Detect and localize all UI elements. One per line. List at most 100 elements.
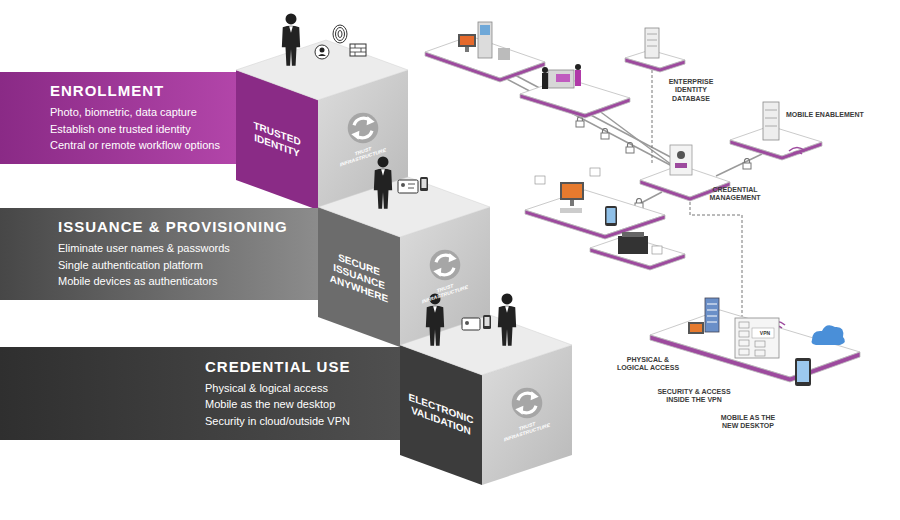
band-item: Photo, biometric, data capture — [50, 104, 236, 121]
devices — [688, 322, 704, 334]
band-item: Establish one trusted identity — [50, 121, 236, 138]
devices — [670, 145, 692, 175]
enrollment-icons — [333, 25, 347, 43]
devices — [755, 341, 765, 347]
devices — [590, 168, 600, 176]
enrollment-icons — [315, 25, 366, 59]
devices — [705, 298, 719, 332]
padlock-icon — [576, 117, 584, 128]
devices — [575, 64, 581, 70]
devices — [739, 322, 765, 356]
enrollment-icons — [350, 44, 366, 56]
stage-band: ISSUANCE & PROVISIONING Eliminate user na… — [0, 208, 318, 300]
face-title: ELECTRONIC VALIDATION — [405, 390, 477, 440]
callout-label: CREDENTIAL MANAGEMENT — [704, 186, 766, 203]
devices — [795, 358, 811, 386]
devices — [465, 47, 469, 52]
devices — [535, 176, 545, 184]
devices — [562, 184, 582, 198]
devices — [556, 74, 570, 82]
devices — [677, 151, 685, 159]
id-card-icon — [408, 184, 415, 188]
band-item: Mobile devices as authenticators — [58, 273, 318, 290]
devices — [458, 22, 845, 386]
platform — [625, 58, 685, 72]
devices — [763, 102, 779, 140]
devices — [675, 163, 687, 168]
person-figure — [282, 13, 300, 65]
enrollment-icons — [350, 44, 366, 56]
cube — [400, 315, 572, 375]
devices — [739, 349, 749, 355]
platform — [525, 210, 665, 239]
devices — [765, 110, 777, 126]
devices — [542, 73, 548, 89]
devices — [605, 206, 617, 226]
cube — [318, 177, 490, 347]
network-line — [598, 110, 676, 168]
id-card-icon — [422, 179, 427, 188]
stage-band: CREDENTIAL USEPhysical & logical accessM… — [0, 347, 400, 440]
devices — [739, 322, 749, 328]
face-title: TRUSTED IDENTITY — [241, 115, 313, 165]
cube — [400, 315, 572, 485]
padlock-icon — [601, 129, 609, 140]
id-card-icon — [462, 318, 480, 330]
devices — [707, 304, 717, 322]
network-line — [513, 74, 678, 161]
callout-label: MOBILE AS THE NEW DESKTOP — [712, 414, 784, 431]
enrollment-icons — [315, 45, 329, 59]
callout-label: ENTERPRISE IDENTITY DATABASE — [664, 78, 718, 103]
cube — [430, 250, 461, 281]
enrollment-icons — [318, 54, 326, 56]
id-card-icon — [398, 177, 491, 330]
band-item: Eliminate user names & passwords — [58, 240, 318, 257]
id-card-icon — [465, 321, 469, 325]
devices — [570, 200, 574, 206]
cube — [348, 113, 379, 144]
devices — [542, 67, 548, 73]
devices — [797, 361, 809, 382]
cube — [318, 177, 490, 237]
devices — [792, 152, 802, 154]
network-line — [505, 78, 672, 166]
stage-band: ENROLLMENTPhoto, biometric, data capture… — [0, 72, 236, 164]
devices — [739, 331, 749, 337]
id-card-icon — [401, 183, 405, 187]
id-card-icon — [420, 177, 428, 191]
devices — [478, 22, 492, 58]
devices — [645, 28, 659, 58]
devices — [647, 34, 657, 46]
network-line — [716, 154, 762, 176]
enrollment-icons — [338, 31, 342, 38]
band-item: Mobile as the new desktop — [205, 396, 400, 413]
cube — [512, 388, 543, 419]
band-heading: ISSUANCE & PROVISIONING — [58, 218, 318, 235]
devices — [812, 325, 845, 345]
devices — [769, 148, 805, 329]
devices — [480, 25, 490, 35]
devices — [498, 48, 510, 60]
devices — [560, 208, 582, 213]
person-figure — [374, 156, 392, 208]
devices — [618, 236, 648, 254]
platform — [520, 94, 630, 118]
id-card-icon — [398, 180, 418, 193]
devices — [739, 340, 749, 346]
devices — [458, 34, 476, 47]
enrollment-icons — [333, 25, 347, 43]
devices — [789, 148, 805, 152]
enrollment-icons — [320, 48, 325, 53]
platform — [730, 140, 822, 160]
devices — [622, 232, 644, 237]
platform — [525, 190, 665, 235]
devices — [690, 324, 702, 332]
band-item: Central or remote workflow options — [50, 137, 236, 154]
callout-label: PHYSICAL & LOGICAL ACCESS — [612, 356, 684, 373]
cube-side-face: TRUSTED IDENTITY — [236, 70, 318, 210]
devices — [755, 350, 765, 356]
band-heading: CREDENTIAL USE — [205, 358, 400, 375]
callout-label: MOBILE ENABLEMENT — [786, 111, 896, 119]
cube — [236, 40, 408, 210]
platform — [425, 36, 860, 382]
